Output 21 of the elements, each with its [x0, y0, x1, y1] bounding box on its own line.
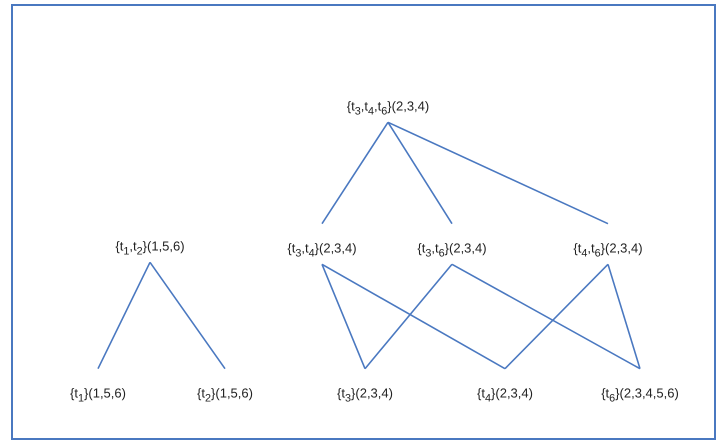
connector-line: [149, 262, 226, 370]
connector-line: [452, 264, 640, 370]
node-label: {t$_{2}$}(1,5,6): [197, 386, 253, 401]
node-label: {t$_{3}$,t$_{4}$}(2,3,4): [287, 240, 357, 256]
node-label: {t$_{3}$}(2,3,4): [337, 386, 393, 401]
node-label: {t$_{1}$}(1,5,6): [70, 386, 126, 401]
connector-line: [388, 122, 608, 224]
connector-line: [364, 264, 453, 370]
connector-line: [321, 122, 389, 224]
node-label: {t$_{3}$,t$_{6}$}(2,3,4): [417, 240, 487, 256]
node-label: {t$_{3}$,t$_{4}$,t$_{6}$}(2,3,4): [346, 98, 430, 114]
connector-line: [321, 264, 366, 369]
node-label: {t$_{4}$}(2,3,4): [477, 386, 533, 401]
node-label: {t$_{6}$}(2,3,4,5,6): [601, 386, 679, 401]
connector-line: [97, 262, 151, 370]
node-label: {t$_{1}$,t$_{2}$}(1,5,6): [115, 238, 185, 254]
connector-line: [504, 264, 609, 370]
node-label: {t$_{4}$,t$_{6}$}(2,3,4): [573, 240, 643, 256]
connector-line: [387, 122, 453, 224]
connector-line: [322, 264, 506, 370]
connector-line: [607, 264, 641, 369]
